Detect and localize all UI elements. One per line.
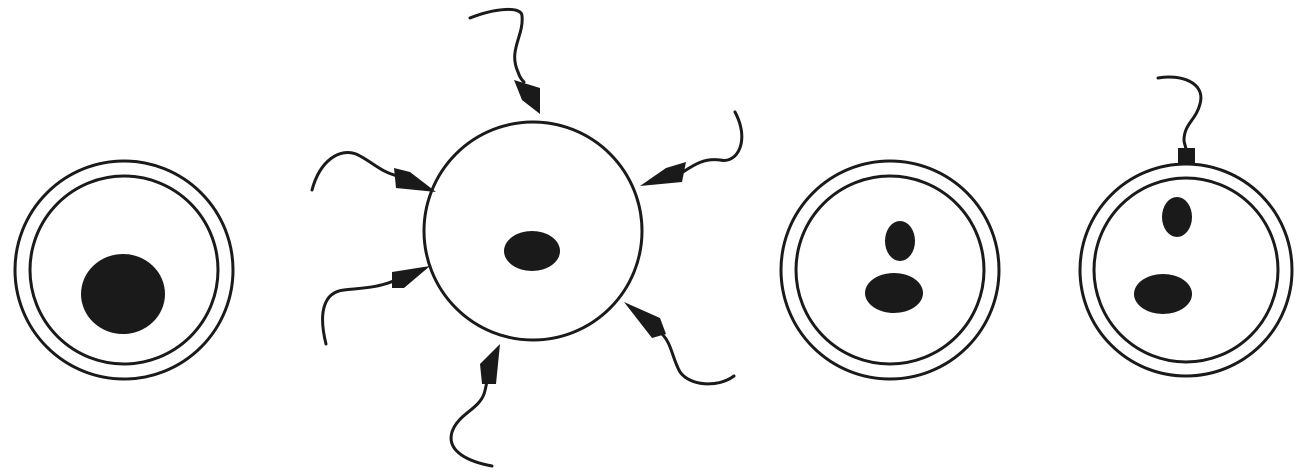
- sperm-lower-right: [624, 302, 734, 384]
- sperm-upper-left-head: [394, 168, 436, 192]
- cell-3-inner-membrane: [796, 176, 984, 364]
- sperm-lower-left-head: [392, 266, 430, 288]
- cell-3-large-nucleus: [865, 273, 923, 313]
- cell-1-nucleus: [81, 254, 165, 334]
- sperm-upper-right-head: [640, 162, 686, 186]
- sperm-top-tail: [470, 9, 524, 82]
- sperm-upper-left: [312, 153, 436, 193]
- cell-2-nucleus: [504, 231, 560, 271]
- cell-2-membrane: [424, 122, 642, 340]
- sperm-lower-left-tail: [323, 280, 396, 344]
- cell-4-group: [1080, 77, 1292, 376]
- sperm-upper-left-tail: [312, 153, 398, 191]
- sperm-bottom-head: [480, 344, 500, 384]
- cell-4-outer-membrane: [1080, 164, 1292, 376]
- sperm-upper-right: [640, 112, 742, 186]
- sperm-upper-right-tail: [683, 112, 742, 172]
- sperm-attached: [1158, 77, 1201, 163]
- sperm-lower-left: [323, 266, 430, 344]
- sperm-lower-right-head: [624, 302, 666, 338]
- cell-4-small-nucleus: [1162, 197, 1192, 237]
- sperm-bottom-tail: [451, 378, 492, 466]
- sperm-bottom: [451, 344, 500, 466]
- cell-4-large-nucleus: [1134, 274, 1192, 314]
- sperm-attached-head: [1178, 148, 1195, 163]
- cell-3-small-nucleus: [885, 221, 915, 261]
- sperm-top: [470, 9, 540, 114]
- cell-3-group: [781, 161, 999, 379]
- sperm-attached-tail: [1158, 77, 1201, 150]
- cell-1-group: [15, 161, 233, 379]
- sperm-top-head: [514, 80, 540, 114]
- cell-2-group: [312, 9, 742, 466]
- sperm-lower-right-tail: [662, 334, 734, 384]
- cell-3-outer-membrane: [781, 161, 999, 379]
